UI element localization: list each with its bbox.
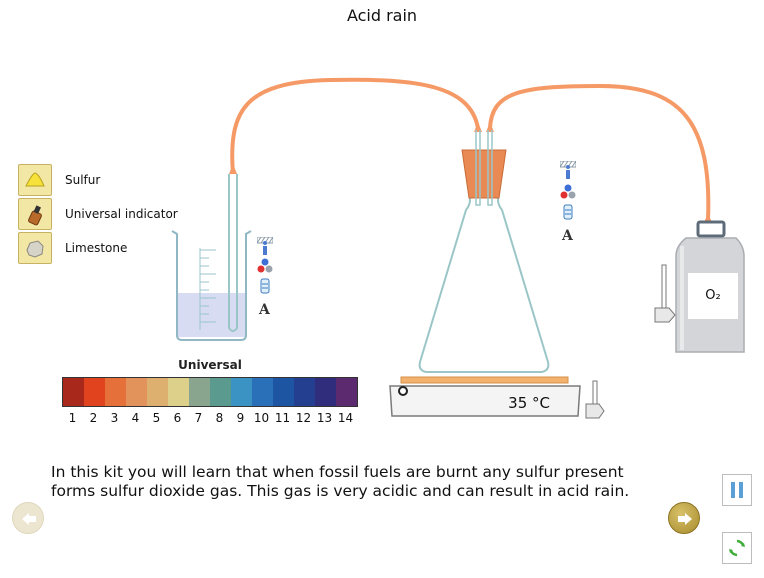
toolbar-item-sulfur[interactable]: Sulfur [18, 164, 238, 198]
cylinder-valve-slider[interactable] [654, 264, 676, 323]
indicator-scale-title: Universal [178, 358, 242, 372]
indicator-bottle-icon[interactable] [18, 198, 52, 230]
molecule-icon[interactable] [257, 258, 273, 274]
tubing-flask-to-beaker [230, 77, 480, 175]
arrow-left-icon [22, 513, 36, 525]
flask-glass-tubes [475, 130, 493, 206]
toolbar-item-label: Limestone [65, 241, 128, 255]
ph-scale-label: 3 [110, 411, 119, 425]
pause-icon [731, 482, 743, 498]
ph-color-cell [336, 378, 357, 406]
ph-color-cell [147, 378, 168, 406]
toolbar-item-universal-indicator[interactable]: Universal indicator [18, 198, 238, 232]
limestone-rock-icon[interactable] [18, 232, 52, 264]
ph-scale-label: 13 [316, 411, 333, 425]
hotplate[interactable] [389, 376, 581, 417]
ph-scale-label: 2 [89, 411, 98, 425]
molecule-icon[interactable] [560, 184, 576, 200]
ph-color-cell [252, 378, 273, 406]
ph-scale-label: 1 [68, 411, 77, 425]
description-text: In this kit you will learn that when fos… [51, 463, 630, 500]
ph-scale-label: 12 [295, 411, 312, 425]
ph-scale-label: 10 [253, 411, 270, 425]
hotplate-slider[interactable] [585, 380, 605, 419]
tubing-cylinder-to-flask [488, 83, 711, 221]
delivery-tube [228, 174, 238, 332]
ph-color-cell [168, 378, 189, 406]
gas-cylinder-label: O₂ [688, 273, 738, 319]
toolbar-item-label: Universal indicator [65, 207, 178, 221]
ph-color-cell [231, 378, 252, 406]
hotplate-knob [398, 386, 408, 396]
svg-text:A: A [258, 302, 271, 316]
ph-scale-label: 11 [274, 411, 291, 425]
ph-scale-label: 9 [236, 411, 245, 425]
ph-color-bar [62, 377, 358, 407]
ph-scale-label: 6 [173, 411, 182, 425]
toolbar-item-label: Sulfur [65, 173, 101, 187]
ph-color-cell [294, 378, 315, 406]
ph-color-cell [210, 378, 231, 406]
ph-scale-label: 5 [152, 411, 161, 425]
ph-color-cell [315, 378, 336, 406]
ph-scale-label: 7 [194, 411, 203, 425]
pause-button[interactable] [722, 474, 752, 506]
back-button[interactable] [12, 502, 44, 534]
info-icon[interactable] [257, 240, 273, 256]
ph-color-cell [105, 378, 126, 406]
toolbar-item-limestone[interactable]: Limestone [18, 232, 238, 266]
ph-scale-label: 14 [337, 411, 354, 425]
ph-color-cell [84, 378, 105, 406]
next-button[interactable] [668, 502, 700, 534]
svg-text:A: A [561, 228, 574, 242]
ph-scale-label: 4 [131, 411, 140, 425]
arrow-right-icon [678, 513, 692, 525]
text-label-icon[interactable]: A [257, 300, 273, 318]
thermometer-icon[interactable] [560, 204, 576, 220]
rubber-stopper [461, 149, 507, 199]
ph-color-cell [126, 378, 147, 406]
ph-scale-label: 8 [215, 411, 224, 425]
text-label-icon[interactable]: A [560, 226, 576, 244]
hotplate-temperature: 35 °C [508, 394, 550, 412]
conical-flask[interactable] [418, 196, 550, 373]
info-icon[interactable] [560, 164, 576, 180]
ph-color-cell [63, 378, 84, 406]
thermometer-icon[interactable] [257, 278, 273, 294]
ph-color-cell [189, 378, 210, 406]
ph-color-cell [273, 378, 294, 406]
page-title: Acid rain [346, 6, 418, 25]
reset-button[interactable] [722, 532, 752, 564]
sulfur-pile-icon[interactable] [18, 164, 52, 196]
refresh-icon [729, 539, 745, 557]
